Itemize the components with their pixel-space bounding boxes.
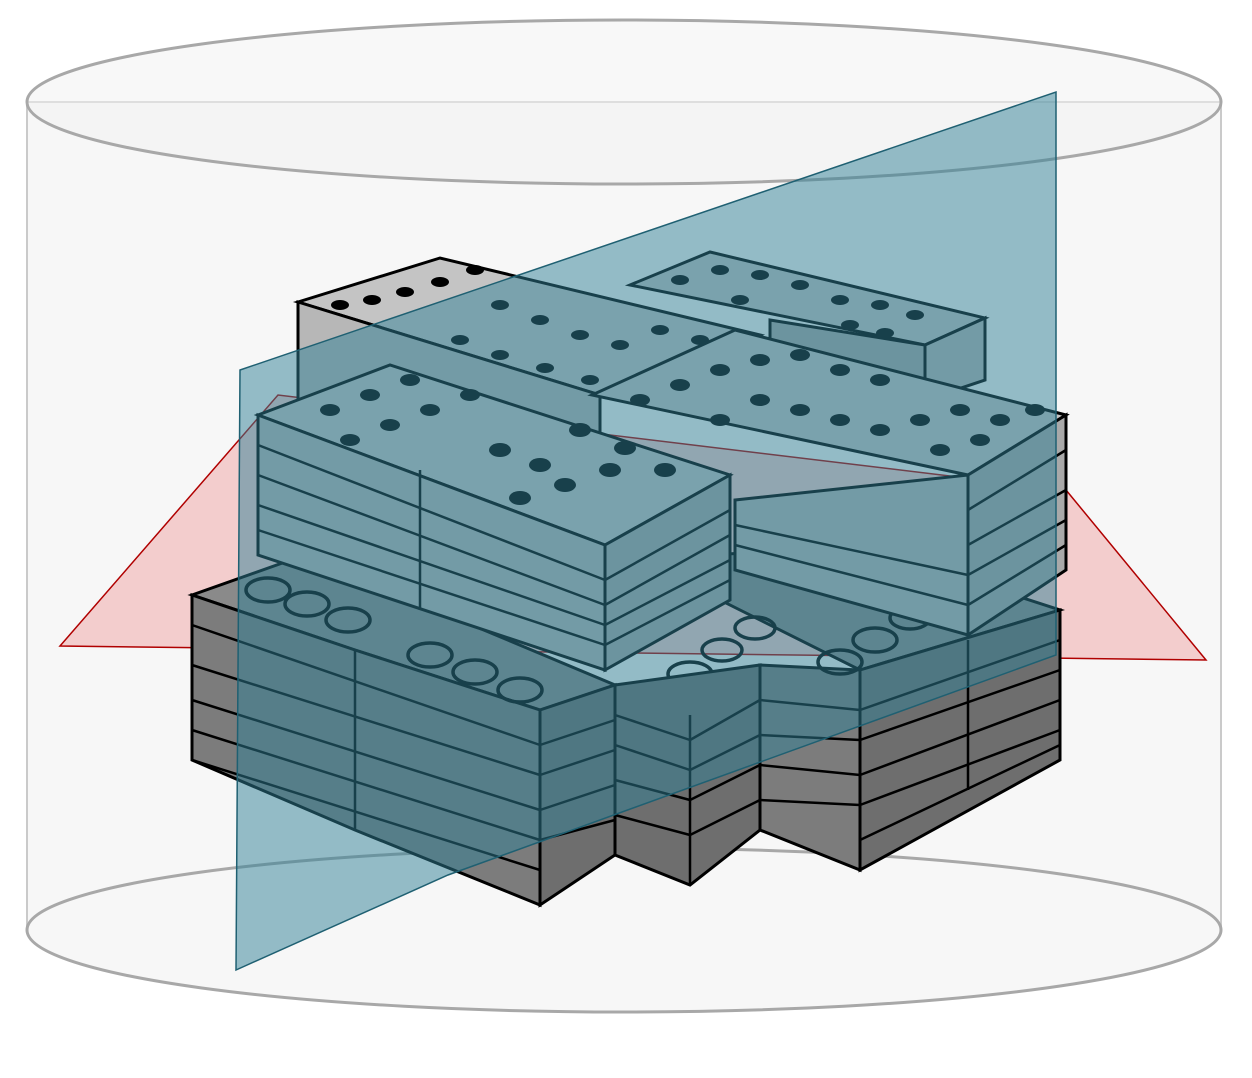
vertical-section-plane bbox=[235, 90, 1057, 972]
